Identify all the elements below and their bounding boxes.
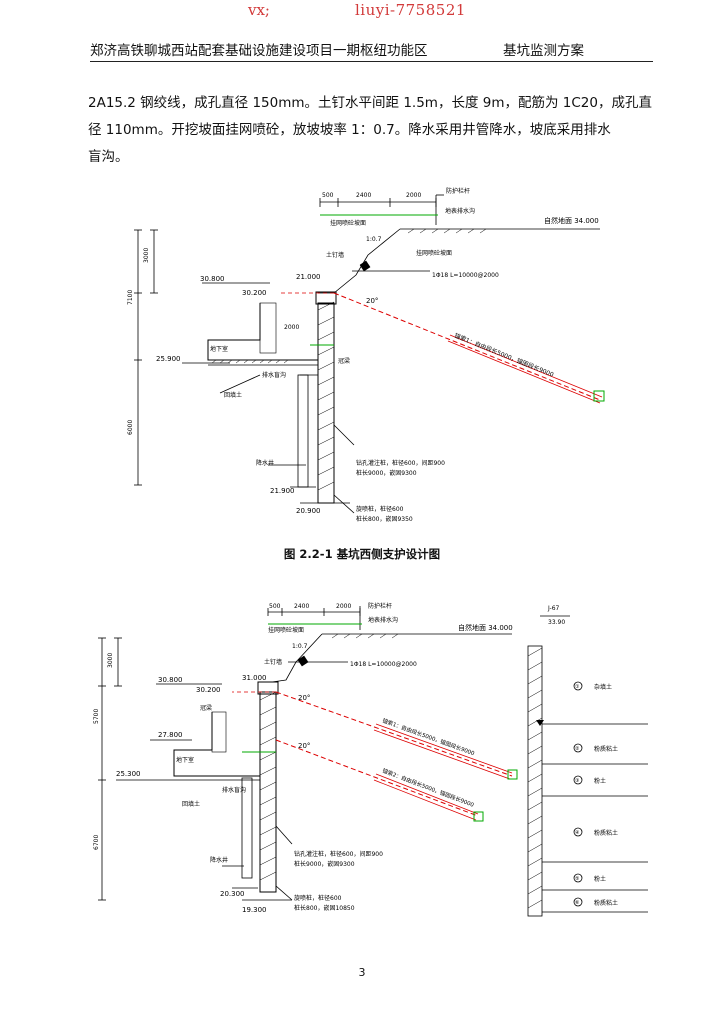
label-elev-20900: 20.900 xyxy=(296,507,321,515)
label-angle: 20° xyxy=(366,297,378,305)
label-nail-line: 挂网喷砼坡面 xyxy=(416,249,452,257)
label-elev-21000: 21.000 xyxy=(296,273,321,281)
borehole-elevation: 33.90 xyxy=(548,619,565,626)
dim-top-1: 500 xyxy=(322,192,334,199)
paragraph-line: 盲沟。 xyxy=(88,149,129,165)
label-drain-blind: 排水盲沟 xyxy=(262,371,286,379)
watermark-left: vx; xyxy=(248,1,270,19)
label-angle-2: 20° xyxy=(298,742,310,750)
label-guard-rail: 防护栏杆 xyxy=(446,187,470,195)
layer-6-name: 粉质粘土 xyxy=(594,899,618,907)
label-dim-2000: 2000 xyxy=(284,324,299,331)
label-drain: 地表排水沟 xyxy=(445,207,475,215)
dim-left-5700: 5700 xyxy=(93,709,100,724)
figure-east-side-support: 500 2400 2000 防护栏杆 地表排水沟 自然地面 34.000 挂网喷… xyxy=(92,600,652,918)
label-elev-30200: 30.200 xyxy=(196,686,221,694)
label-rotary-spec: 桩长800，嵌固10850 xyxy=(294,904,355,912)
label-anchor-1: 锚索1：自由段长5000，锚固段长9000 xyxy=(381,716,476,757)
label-backfill: 回填土 xyxy=(182,800,200,808)
dim-top-2: 2400 xyxy=(356,192,371,199)
label-building: 地下室 xyxy=(176,756,194,764)
figure-1-drawing: 500 2400 2000 防护栏杆 地表排水沟 自然地面 34.000 挂网喷… xyxy=(127,187,605,523)
label-rotary-spec: 桩长800，嵌固9350 xyxy=(356,515,413,523)
label-anchor-2: 锚索2：自由段长5000，锚固段长9000 xyxy=(381,766,475,809)
label-nail-spec: 1Φ18 L=10000@2000 xyxy=(350,661,417,668)
label-soil-nail: 土钉墙 xyxy=(326,251,344,259)
label-slope-surface: 挂网喷砼坡面 xyxy=(268,626,304,634)
label-slope-ratio: 1:0.7 xyxy=(366,236,382,243)
label-backfill: 回填土 xyxy=(224,391,242,399)
label-elev-19300: 19.300 xyxy=(242,906,267,914)
layer-1-name: 杂填土 xyxy=(594,683,612,691)
label-drain-blind: 排水盲沟 xyxy=(222,786,246,794)
dim-left-6700: 6700 xyxy=(93,835,100,850)
label-drain: 地表排水沟 xyxy=(368,616,398,624)
page-number: 3 xyxy=(358,966,366,979)
label-ground-elev: 自然地面 34.000 xyxy=(458,623,513,632)
label-soil-nail: 土钉墙 xyxy=(264,658,282,666)
label-rotary-pile: 旋喷桩，桩径600 xyxy=(294,894,342,902)
dim-top-2: 2400 xyxy=(294,603,309,610)
figure-2-drawing: 500 2400 2000 防护栏杆 地表排水沟 自然地面 34.000 挂网喷… xyxy=(93,602,648,917)
layer-2-name: 粉质粘土 xyxy=(594,745,618,753)
dim-top-3: 2000 xyxy=(336,603,351,610)
watermark: vx; liuyi-7758521 xyxy=(0,0,724,22)
dim-top-1: 500 xyxy=(269,603,281,610)
label-well: 降水井 xyxy=(256,459,274,467)
label-elev-21900: 21.900 xyxy=(270,487,295,495)
layer-5-number: ⑤ xyxy=(575,876,579,882)
paragraph-line: 2A15.2 钢绞线，成孔直径 150mm。土钉水平间距 1.5m，长度 9m，… xyxy=(88,95,652,111)
label-slope-surface: 挂网喷砼坡面 xyxy=(330,219,366,227)
borehole-number: J-67 xyxy=(547,605,560,612)
paragraph-line: 径 110mm。开挖坡面挂网喷砼，放坡坡率 1：0.7。降水采用井管降水，坡底采… xyxy=(88,122,611,138)
label-cap-beam: 冠梁 xyxy=(200,704,212,712)
figure-west-side-support: 500 2400 2000 防护栏杆 地表排水沟 自然地面 34.000 挂网喷… xyxy=(120,185,620,530)
layer-2-number: ② xyxy=(575,746,580,752)
label-elev-31000: 31.000 xyxy=(242,674,267,682)
label-pile-spec: 桩长9000，嵌固9300 xyxy=(294,860,355,868)
label-elev-30200: 30.200 xyxy=(242,289,267,297)
dim-left-7100: 7100 xyxy=(127,290,134,305)
body-paragraph: 2A15.2 钢绞线，成孔直径 150mm。土钉水平间距 1.5m，长度 9m，… xyxy=(88,90,660,171)
layer-6-number: ⑥ xyxy=(575,900,580,906)
label-elev-25300: 25.300 xyxy=(116,770,141,778)
dim-top-3: 2000 xyxy=(406,192,421,199)
label-elev-20300: 20.300 xyxy=(220,890,245,898)
label-angle-1: 20° xyxy=(298,694,310,702)
label-rotary-pile: 旋喷桩，桩径600 xyxy=(356,505,404,513)
label-pile-row: 钻孔灌注桩，桩径600，间距900 xyxy=(294,850,383,858)
layer-3-name: 粉土 xyxy=(594,777,606,785)
label-elev-25900: 25.900 xyxy=(156,355,181,363)
header-project-title: 郑济高铁聊城西站配套基础设施建设项目一期枢纽功能区 xyxy=(90,43,428,59)
label-cap-beam: 冠梁 xyxy=(338,357,350,365)
watermark-right: liuyi-7758521 xyxy=(355,1,466,19)
dim-left-3000: 3000 xyxy=(107,653,114,668)
label-pile-spec: 桩长9000，嵌固9300 xyxy=(356,469,417,477)
label-building: 地下室 xyxy=(210,345,228,353)
label-slope-ratio: 1:0.7 xyxy=(292,643,308,650)
page-header: 郑济高铁聊城西站配套基础设施建设项目一期枢纽功能区 基坑监测方案 xyxy=(90,39,653,62)
label-elev-27800: 27.800 xyxy=(158,731,183,739)
layer-3-number: ③ xyxy=(575,778,579,784)
label-nail-spec: 1Φ18 L=10000@2000 xyxy=(432,272,499,279)
figure-caption: 图 2.2-1 基坑西侧支护设计图 xyxy=(283,547,441,561)
label-ground-elev: 自然地面 34.000 xyxy=(544,216,599,225)
label-pile-row: 钻孔灌注桩，桩径600，间距900 xyxy=(356,459,445,467)
dim-left-3000: 3000 xyxy=(143,248,150,263)
label-elev-30800: 30.800 xyxy=(158,676,183,684)
layer-1-number: ① xyxy=(575,684,580,690)
label-well: 降水井 xyxy=(210,856,228,864)
label-anchor: 锚索1：自由段长5000，锚固段长9000 xyxy=(453,331,555,378)
label-elev-30800: 30.800 xyxy=(200,275,225,283)
header-document-title: 基坑监测方案 xyxy=(503,43,584,59)
label-guard-rail: 防护栏杆 xyxy=(368,602,392,610)
layer-4-name: 粉质粘土 xyxy=(594,829,618,837)
layer-5-name: 粉土 xyxy=(594,875,606,883)
layer-4-number: ④ xyxy=(575,830,580,836)
dim-left-6000: 6000 xyxy=(127,420,134,435)
